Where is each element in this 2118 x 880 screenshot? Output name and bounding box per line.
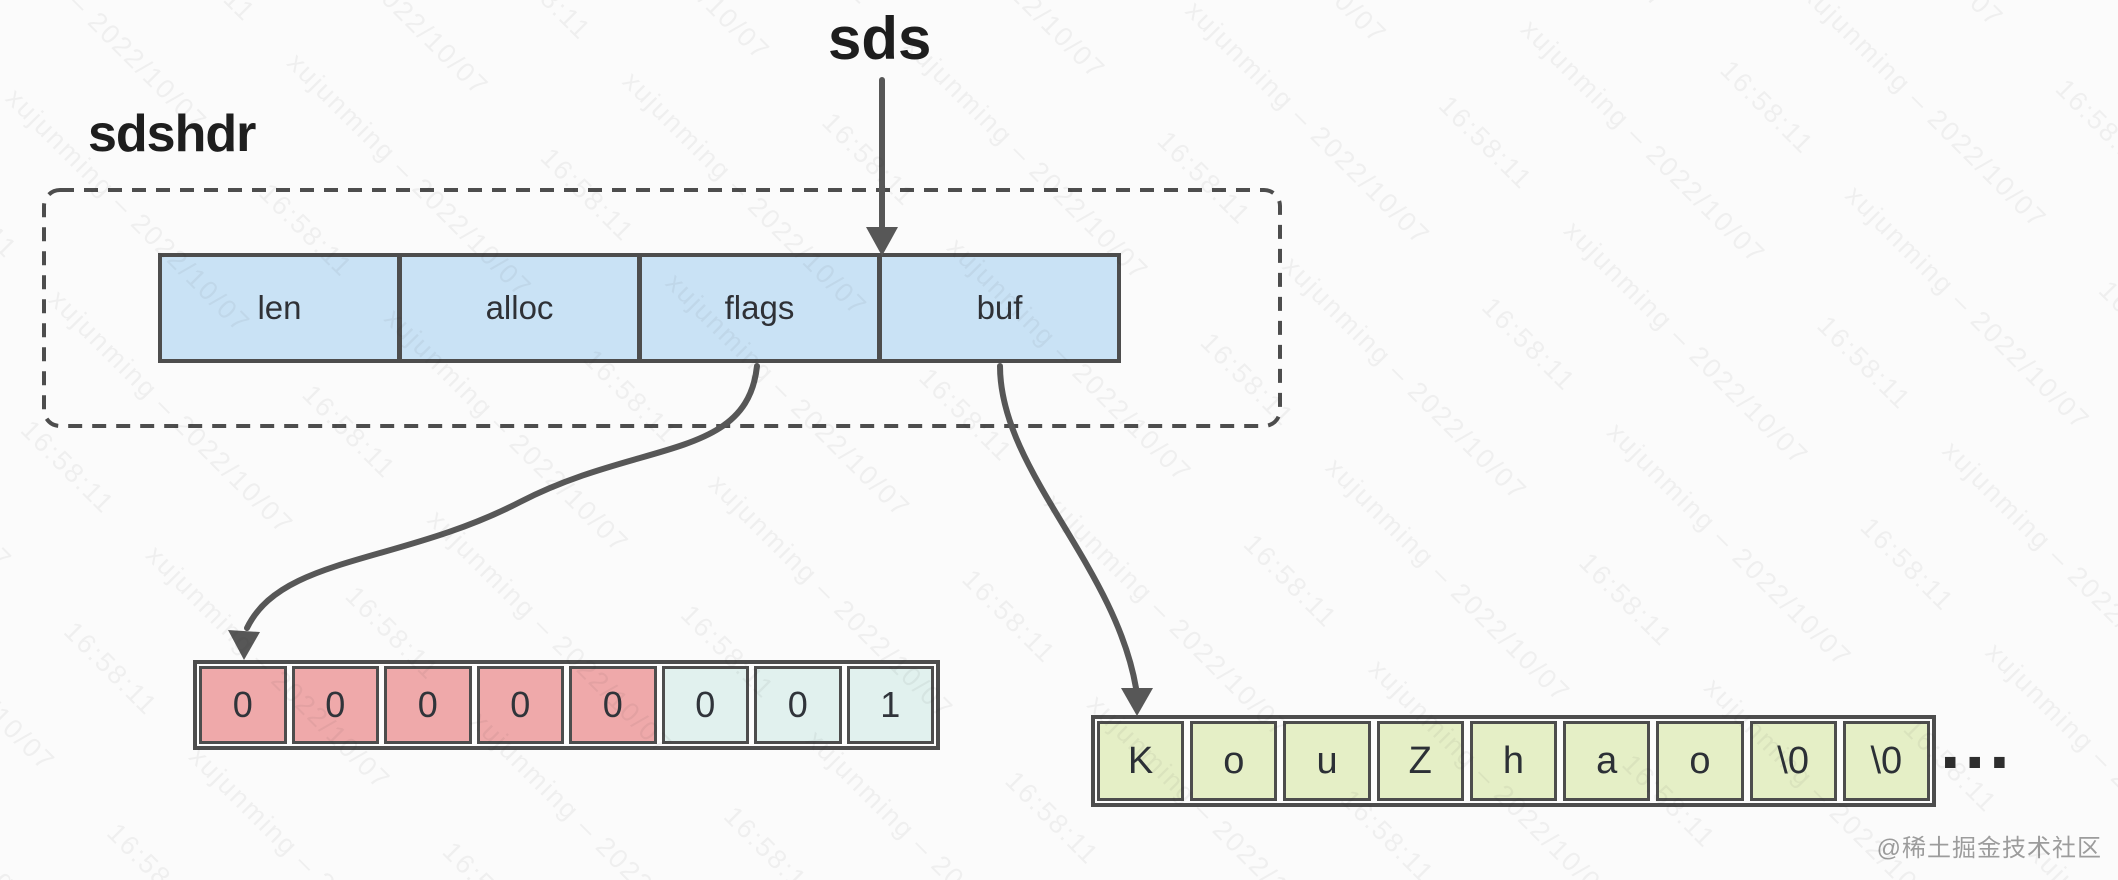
bit-cell: 0: [569, 666, 657, 744]
char-cell: Z: [1376, 721, 1464, 801]
bit-cell: 0: [661, 666, 749, 744]
bit-cell: 0: [199, 666, 287, 744]
char-cell: K: [1097, 721, 1185, 801]
sds-pointer-arrow: [866, 77, 898, 256]
bit-cell: 0: [476, 666, 564, 744]
bit-cell: 0: [754, 666, 842, 744]
buf-ellipsis: ...: [1940, 701, 2014, 784]
sdshdr-label: sdshdr: [88, 105, 256, 163]
flags-bits-row: 0 0 0 0 0 0 0 1: [193, 660, 940, 750]
char-cell: \0: [1842, 721, 1930, 801]
sds-pointer-label: sds: [828, 5, 932, 72]
char-cell: \0: [1749, 721, 1837, 801]
buf-chars-row: K o u Z h a o \0 \0: [1091, 715, 1936, 807]
char-cell: h: [1469, 721, 1558, 801]
bit-cell: 0: [384, 666, 472, 744]
char-cell: a: [1563, 721, 1651, 801]
sdshdr-fields-row: len alloc flags buf: [158, 253, 1121, 363]
char-cell: o: [1656, 721, 1744, 801]
flags-to-bits-arrow: [228, 363, 760, 660]
juejin-credit-watermark: @稀土掘金技术社区: [1876, 835, 2102, 862]
field-cell-len: len: [162, 257, 397, 359]
bit-cell: 1: [846, 666, 934, 744]
buf-to-chars-arrow: [997, 363, 1153, 716]
field-cell-flags: flags: [637, 257, 877, 359]
bit-cell: 0: [291, 666, 379, 744]
field-cell-alloc: alloc: [397, 257, 637, 359]
field-cell-buf: buf: [877, 257, 1117, 359]
char-cell: u: [1283, 721, 1371, 801]
char-cell: o: [1190, 721, 1278, 801]
